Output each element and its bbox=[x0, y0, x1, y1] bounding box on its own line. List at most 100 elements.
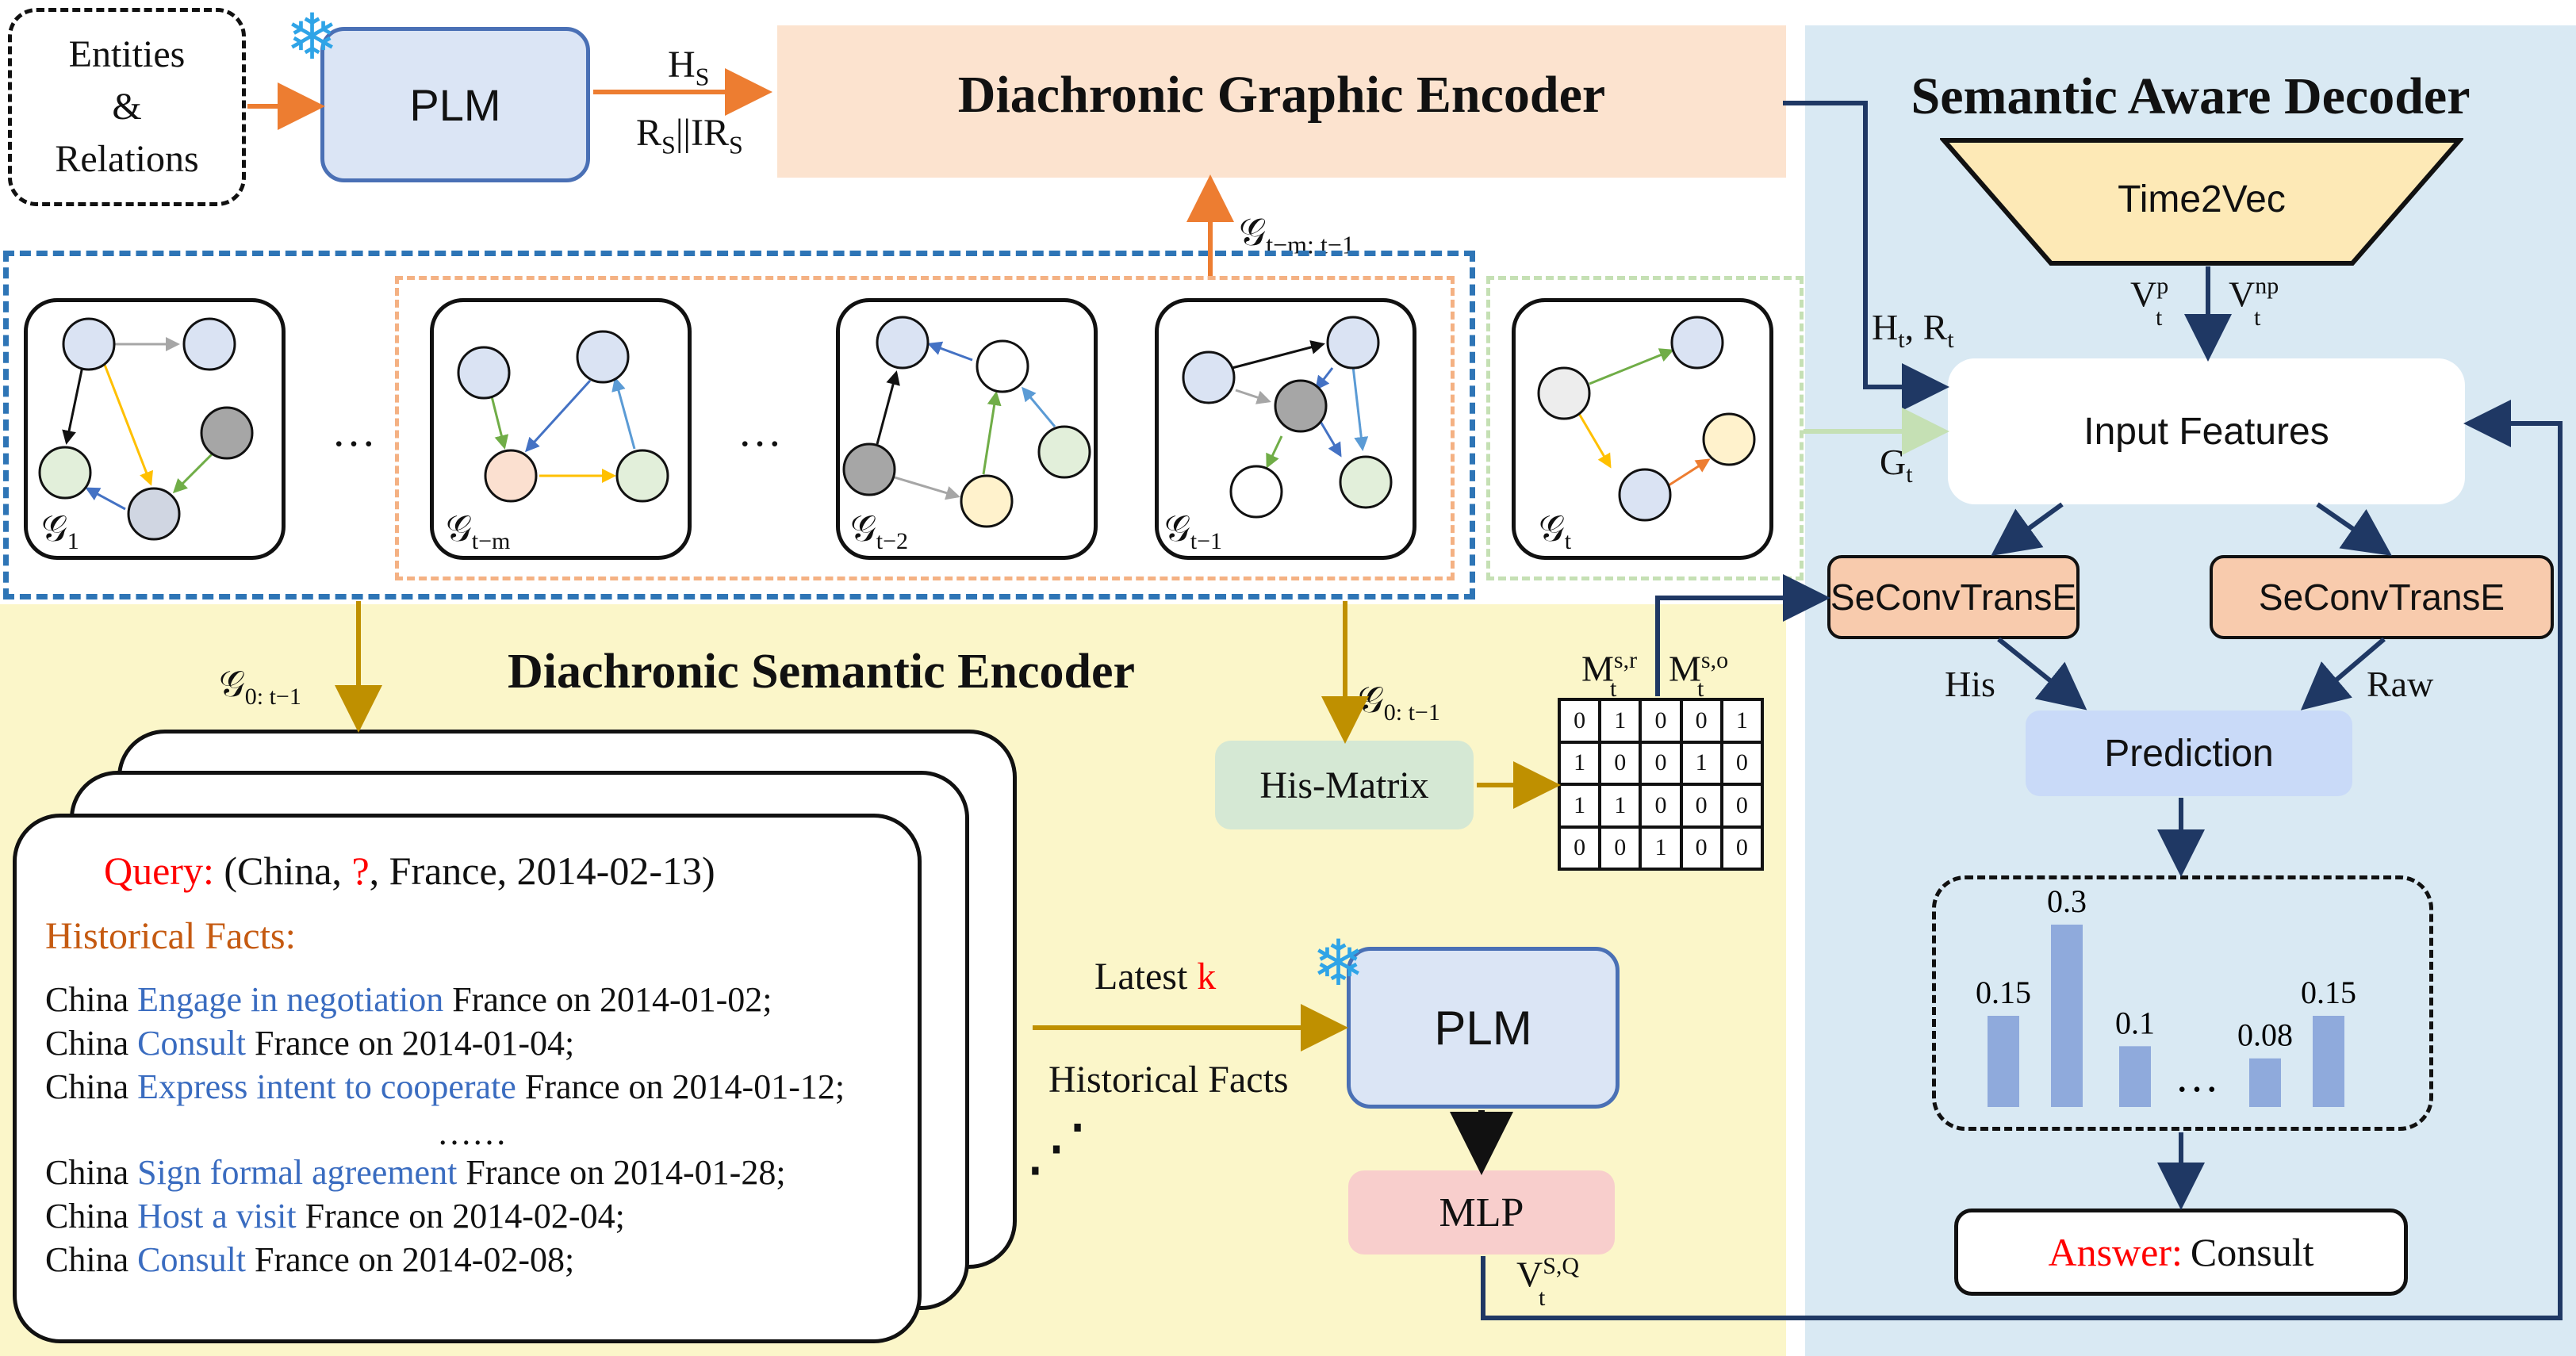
matrix-cell: 1 bbox=[1557, 740, 1602, 786]
bar bbox=[2313, 1016, 2344, 1107]
wire-encoder-to-input bbox=[1783, 101, 1949, 411]
wire-mlp-to-input bbox=[1481, 400, 2563, 1320]
score-chart-frame bbox=[1932, 875, 2433, 1131]
time2vec-label: Time2Vec bbox=[2118, 178, 2286, 220]
graphic-encoder-panel bbox=[777, 25, 1786, 178]
matrix-cell: 0 bbox=[1639, 783, 1683, 829]
matrix-cell: 0 bbox=[1679, 825, 1723, 871]
vp-sub: t bbox=[2156, 305, 2163, 331]
ht-rt-label: Ht, Rt bbox=[1872, 307, 1954, 354]
mso-label: Ms,o bbox=[1669, 647, 1729, 689]
fact-row: China Consult France on 2014-01-04; bbox=[45, 1024, 575, 1063]
matrix-cell: 0 bbox=[1719, 783, 1765, 829]
vsq-sub: t bbox=[1539, 1285, 1546, 1311]
vnp-sub: t bbox=[2254, 305, 2261, 331]
msr-label: Ms,r bbox=[1581, 647, 1638, 689]
arrow-input-to-seconv-his bbox=[1991, 502, 2064, 557]
decoder-title: Semantic Aware Decoder bbox=[1911, 67, 2471, 125]
seconvtranse-his-box: SeConvTransE bbox=[1827, 555, 2080, 639]
matrix-cell: 1 bbox=[1557, 783, 1602, 829]
matrix-cell: 1 bbox=[1679, 740, 1723, 786]
mlp-label: MLP bbox=[1439, 1189, 1524, 1235]
input-features-box: Input Features bbox=[1948, 358, 2465, 504]
matrix-cell: 1 bbox=[1639, 825, 1683, 871]
bar bbox=[1988, 1016, 2019, 1107]
hs-label: HS bbox=[668, 44, 710, 91]
bar bbox=[2051, 925, 2083, 1107]
matrix-cell: 0 bbox=[1679, 698, 1723, 744]
graph-g1-content bbox=[38, 317, 254, 541]
fact-row: China Express intent to cooperate France… bbox=[45, 1067, 845, 1106]
seconvtranse-his-label: SeConvTransE bbox=[1830, 576, 2077, 618]
fact-row: China Consult France on 2014-02-08; bbox=[45, 1240, 575, 1279]
vnp-label: Vnp bbox=[2229, 273, 2279, 315]
relations-label: Relations bbox=[55, 138, 199, 180]
g1-label: 𝒢1 bbox=[41, 508, 79, 555]
semantic-encoder-title: Diachronic Semantic Encoder bbox=[508, 645, 1136, 699]
gtm-label: 𝒢t−m bbox=[446, 508, 511, 555]
mlp-box: MLP bbox=[1348, 1170, 1615, 1254]
msr-sub: t bbox=[1610, 676, 1617, 702]
bar-value-label: 0.15 bbox=[2301, 975, 2356, 1010]
vsq-label: VS,Q bbox=[1516, 1253, 1580, 1295]
answer-value: Consult bbox=[2190, 1230, 2314, 1274]
seconvtranse-raw-label: SeConvTransE bbox=[2258, 576, 2505, 618]
bar-gap-symbol: … bbox=[2175, 1052, 2219, 1101]
his-label: His bbox=[1945, 664, 1995, 704]
matrix-cell: 0 bbox=[1719, 740, 1765, 786]
his-matrix-label: His-Matrix bbox=[1259, 764, 1429, 806]
graph-panel-gtm bbox=[430, 298, 692, 560]
seconvtranse-raw-box: SeConvTransE bbox=[2210, 555, 2554, 639]
input-features-label: Input Features bbox=[2083, 410, 2329, 453]
graph-gt2-content bbox=[842, 316, 1091, 528]
gt-input-label: Gt bbox=[1880, 442, 1913, 488]
bar-value-label: 0.3 bbox=[2047, 883, 2087, 919]
gt-label: 𝒢t bbox=[1539, 508, 1572, 555]
ampersand-label: & bbox=[112, 86, 142, 128]
prediction-label: Prediction bbox=[2104, 732, 2274, 775]
entities-relations-box: Entities & Relations bbox=[8, 8, 246, 206]
matrix-cell: 0 bbox=[1557, 825, 1602, 871]
graph-ellipsis-1: … bbox=[332, 407, 376, 456]
rs-label: RS||IRS bbox=[636, 112, 743, 159]
arrow-input-to-seconv-raw bbox=[2316, 502, 2392, 556]
matrix-cell: 0 bbox=[1639, 740, 1683, 786]
gt2-label: 𝒢t−2 bbox=[850, 508, 909, 555]
fact-row: China Host a visit France on 2014-02-04; bbox=[45, 1197, 625, 1235]
matrix-cell: 1 bbox=[1719, 698, 1765, 744]
bar-value-label: 0.1 bbox=[2115, 1005, 2155, 1040]
plm-bottom-box: PLM bbox=[1347, 947, 1620, 1109]
bar-value-label: 0.15 bbox=[1976, 975, 2031, 1010]
score-chart: 0.150.30.1…0.080.15 bbox=[1976, 883, 2356, 1107]
snowflake-icon: ❄ bbox=[286, 3, 339, 73]
doc-card-front: Query: (China, ?, France, 2014-02-13) Hi… bbox=[13, 814, 922, 1343]
matrix-cell: 0 bbox=[1679, 783, 1723, 829]
matrix-cell: 0 bbox=[1598, 740, 1643, 786]
wire-matrix-to-seconv bbox=[1655, 574, 1830, 696]
plm-top-box: PLM bbox=[320, 27, 590, 182]
matrix-cell: 1 bbox=[1598, 783, 1643, 829]
matrix-cell: 1 bbox=[1598, 698, 1643, 744]
fact-row: China Engage in negotiation France on 20… bbox=[45, 980, 772, 1019]
bar bbox=[2119, 1046, 2151, 1107]
facts-dots: …… bbox=[437, 1113, 507, 1152]
gt1-label: 𝒢t−1 bbox=[1164, 508, 1223, 555]
query-line: Query: (China, ?, France, 2014-02-13) bbox=[104, 848, 715, 893]
vp-label: Vp bbox=[2130, 273, 2169, 315]
arrow-seconv-his-to-prediction bbox=[1997, 637, 2087, 711]
plm-bottom-label: PLM bbox=[1434, 1001, 1532, 1055]
matrix-cell: 0 bbox=[1598, 825, 1643, 871]
time2vec-trapezoid bbox=[1940, 138, 2463, 266]
graph-ellipsis-2: … bbox=[738, 407, 782, 456]
historical-facts-label: Historical Facts bbox=[1048, 1059, 1289, 1101]
graph-gt1-content bbox=[1182, 316, 1393, 519]
raw-label: Raw bbox=[2367, 664, 2434, 704]
stack-dots: ⋰ bbox=[1025, 1113, 1088, 1183]
bar-value-label: 0.08 bbox=[2237, 1017, 2293, 1053]
history-graphs-frame bbox=[3, 251, 1475, 599]
graph-gt-content bbox=[1537, 316, 1756, 522]
historical-facts-title: Historical Facts: bbox=[45, 915, 296, 957]
matrix-cell: 0 bbox=[1719, 825, 1765, 871]
snowflake-icon: ❄ bbox=[1312, 929, 1366, 999]
